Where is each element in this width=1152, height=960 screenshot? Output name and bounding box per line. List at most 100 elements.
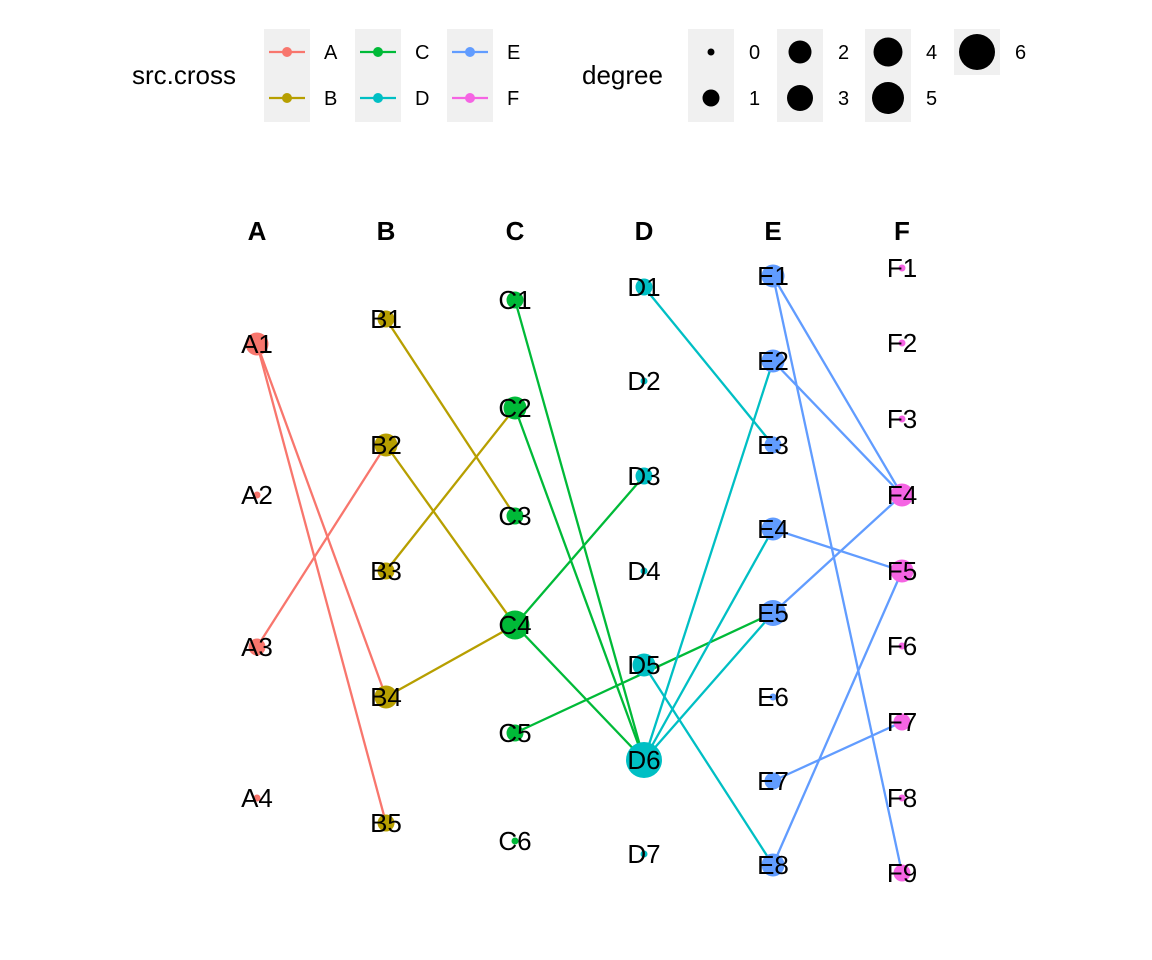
edge-D6-E4 xyxy=(642,528,775,761)
node-label-B4: B4 xyxy=(370,682,402,712)
node-C2 xyxy=(503,396,527,420)
node-A4 xyxy=(253,794,261,802)
node-label-A3: A3 xyxy=(241,632,273,662)
node-label-E6: E6 xyxy=(757,682,789,712)
node-D7 xyxy=(640,850,648,858)
edge-B3-C2 xyxy=(385,407,516,572)
node-label-D3: D3 xyxy=(627,461,660,491)
node-F1 xyxy=(898,264,906,272)
node-label-A2: A2 xyxy=(241,480,273,510)
edge-E5-F4 xyxy=(772,494,903,614)
node-label-F2: F2 xyxy=(887,328,917,358)
node-D1 xyxy=(635,278,653,296)
node-E7 xyxy=(764,772,782,790)
node-label-F3: F3 xyxy=(887,404,917,434)
legend-size-label-0: 0 xyxy=(749,42,760,64)
legend-key-label-D: D xyxy=(415,88,429,110)
edge-E1-F4 xyxy=(772,275,903,496)
edge-D6-E2 xyxy=(642,360,775,761)
node-label-D1: D1 xyxy=(627,272,660,302)
node-D5 xyxy=(632,653,656,677)
legend-size-dot-3 xyxy=(787,85,813,111)
node-E6 xyxy=(769,693,777,701)
node-B4 xyxy=(374,685,398,709)
edge-D6-E5 xyxy=(643,612,774,761)
edge-D1-E3 xyxy=(643,286,774,446)
node-label-F6: F6 xyxy=(887,631,917,661)
legend-size-bg xyxy=(688,29,734,122)
node-F3 xyxy=(898,415,906,423)
legend-color-title: src.cross xyxy=(132,60,236,90)
node-B3 xyxy=(377,562,395,580)
legend-key-label-F: F xyxy=(507,88,519,110)
column-header-E: E xyxy=(764,216,781,246)
legend-size-label-1: 1 xyxy=(749,88,760,110)
legend-key-bg xyxy=(355,29,401,122)
node-A2 xyxy=(253,491,261,499)
node-label-F5: F5 xyxy=(887,556,917,586)
edge-A3-B2 xyxy=(256,444,387,648)
legend-key-dot-C xyxy=(373,47,383,57)
node-label-B2: B2 xyxy=(370,430,402,460)
edge-E1-F9 xyxy=(771,275,904,874)
node-C6 xyxy=(511,837,519,845)
legend-key-dot-B xyxy=(282,93,292,103)
node-label-A4: A4 xyxy=(241,783,273,813)
edge-C4-D3 xyxy=(514,475,645,626)
node-label-D7: D7 xyxy=(627,839,660,869)
legend-size-dot-5 xyxy=(872,82,904,114)
node-F4 xyxy=(890,483,914,507)
legend-key-dot-E xyxy=(465,47,475,57)
node-label-C6: C6 xyxy=(498,826,531,856)
node-B5 xyxy=(377,814,395,832)
node-F9 xyxy=(893,864,911,882)
column-header-B: B xyxy=(377,216,396,246)
node-F2 xyxy=(898,339,906,347)
node-A3 xyxy=(248,638,266,656)
node-E5 xyxy=(760,600,786,626)
column-header-F: F xyxy=(894,216,910,246)
node-E1 xyxy=(761,264,785,288)
node-E2 xyxy=(761,349,785,373)
legend-key-dot-A xyxy=(282,47,292,57)
node-label-A1: A1 xyxy=(241,329,273,359)
node-label-F4: F4 xyxy=(887,480,917,510)
edge-B1-C3 xyxy=(385,318,516,517)
legend-size-dot-6 xyxy=(959,34,995,70)
node-label-D5: D5 xyxy=(627,650,660,680)
node-C3 xyxy=(506,507,524,525)
node-label-E1: E1 xyxy=(757,261,789,291)
node-label-D6: D6 xyxy=(627,745,660,775)
edge-C2-D6 xyxy=(513,407,646,761)
edge-D5-E8 xyxy=(643,664,774,866)
edge-A1-B4 xyxy=(255,343,388,698)
legend-size-label-2: 2 xyxy=(838,42,849,64)
node-D2 xyxy=(640,377,648,385)
legend-key-dot-F xyxy=(465,93,475,103)
legend-size-label-4: 4 xyxy=(926,42,937,64)
node-E8 xyxy=(761,853,785,877)
node-label-F7: F7 xyxy=(887,707,917,737)
legend-key-label-E: E xyxy=(507,42,520,64)
legend-key-label-B: B xyxy=(324,88,337,110)
edge-C4-D6 xyxy=(514,624,645,761)
node-B1 xyxy=(377,310,395,328)
node-F7 xyxy=(893,713,911,731)
node-label-C3: C3 xyxy=(498,501,531,531)
column-header-D: D xyxy=(635,216,654,246)
edge-E8-F5 xyxy=(771,570,904,866)
node-label-D2: D2 xyxy=(627,366,660,396)
edge-E7-F7 xyxy=(772,720,903,783)
edge-A1-B5 xyxy=(255,343,388,824)
legend-key-dot-D xyxy=(373,93,383,103)
node-D3 xyxy=(635,467,653,485)
node-label-B1: B1 xyxy=(370,304,402,334)
legend-size-title: degree xyxy=(582,60,663,90)
node-label-F8: F8 xyxy=(887,783,917,813)
edge-B2-C4 xyxy=(385,444,516,626)
node-labels: A1A2A3A4B1B2B3B4B5C1C2C3C4C5C6D1D2D3D4D5… xyxy=(241,253,917,888)
